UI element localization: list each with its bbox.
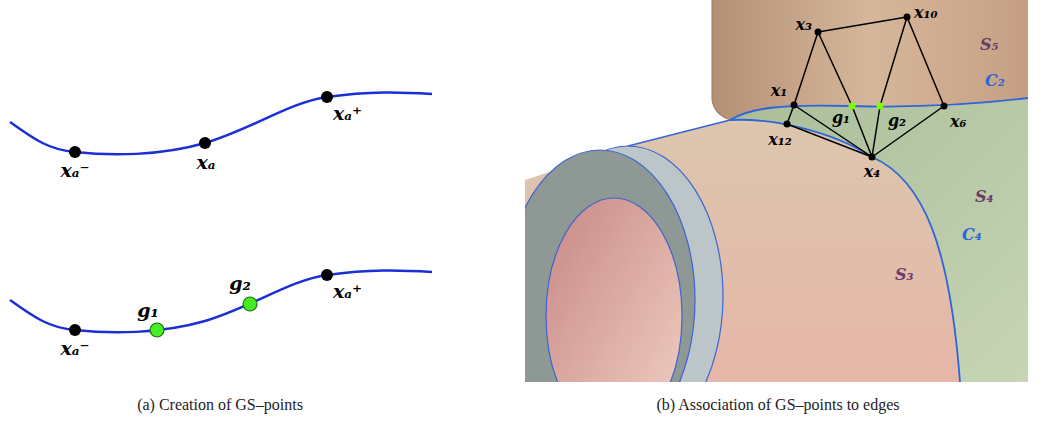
point-label: g₁	[832, 109, 850, 127]
mesh-node	[941, 103, 948, 110]
mesh-node	[869, 154, 876, 161]
green-point	[243, 297, 257, 311]
pipe-illustration	[525, 0, 1028, 382]
surface-label: S₅	[980, 36, 999, 54]
point-label: x₁	[771, 82, 788, 100]
mesh-node	[815, 29, 822, 36]
point-label: x₆	[950, 113, 967, 131]
blue-curve	[10, 92, 432, 154]
black-point	[321, 269, 333, 281]
black-point	[69, 324, 81, 336]
surface-label: S₄	[975, 188, 994, 206]
point-label: xₐ	[196, 152, 215, 173]
surface-s5	[712, 0, 1028, 120]
point-label: g₂	[229, 273, 251, 294]
point-label: xₐ⁺	[333, 103, 362, 124]
point-label: x₄	[864, 163, 881, 181]
edge-curve-c4	[730, 120, 960, 382]
end-ring	[525, 150, 695, 382]
point-label: xₐ⁻	[60, 160, 89, 181]
point-label: g₂	[888, 112, 906, 130]
curve-label: C₄	[962, 226, 982, 244]
mesh-edges	[787, 17, 944, 157]
black-point	[199, 137, 211, 149]
panel-a-curves	[10, 91, 432, 337]
point-label: xₐ⁺	[333, 281, 362, 302]
pipe-outline	[628, 120, 730, 146]
point-label: x₁₀	[914, 4, 938, 22]
blue-curve	[10, 270, 432, 332]
curve-label: C₂	[985, 72, 1005, 90]
point-label: x₃	[795, 16, 812, 34]
gs-point	[877, 103, 884, 110]
surface-label: S₃	[895, 266, 914, 284]
green-point	[150, 323, 164, 337]
pipe-hole	[546, 198, 682, 382]
point-label: x₁₂	[768, 131, 792, 149]
black-point	[69, 146, 81, 158]
surface-s4	[730, 98, 1028, 382]
pipe-outline	[712, 0, 730, 120]
point-label: g₁	[137, 300, 159, 321]
point-label: xₐ⁻	[60, 338, 89, 359]
black-point	[321, 91, 333, 103]
mesh-node	[904, 14, 911, 21]
subfigure-caption: (b) Association of GS–points to edges	[656, 396, 899, 414]
mesh-node	[791, 102, 798, 109]
subfigure-caption: (a) Creation of GS–points	[137, 396, 303, 414]
mesh-node	[784, 121, 791, 128]
